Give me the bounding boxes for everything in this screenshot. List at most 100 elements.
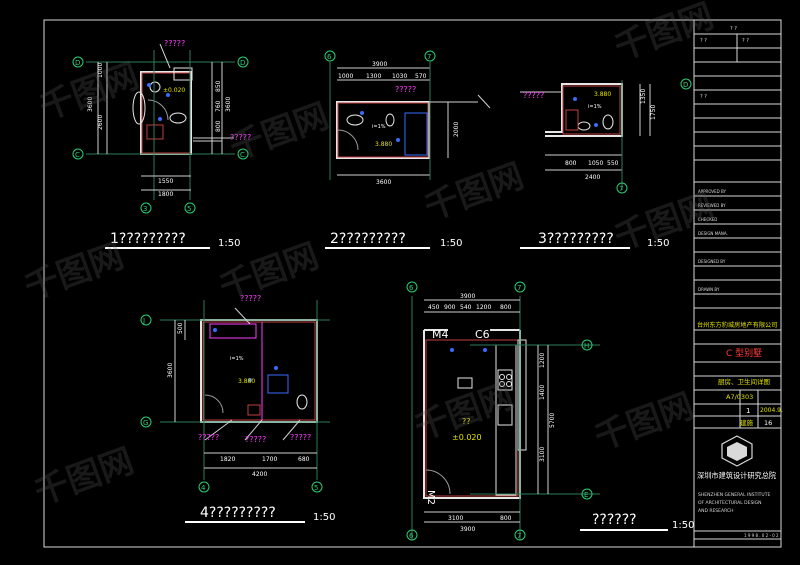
tb-institute-en-1: SHENZHEN GENERAL INSTITUTE: [698, 492, 770, 498]
d1-dim-b2: 1800: [158, 191, 173, 198]
d1-dim-r2: 850: [215, 80, 222, 92]
d3-dim-b0: 800: [565, 160, 577, 167]
d5-room: ??: [462, 417, 471, 426]
d2-callout: ?????: [395, 85, 416, 94]
d4-dim-l1: 3600: [167, 363, 174, 378]
drawing-5-kitchen-plan: [411, 296, 600, 540]
d5-axis-bubbles: [406, 281, 593, 541]
d4-axis-5: 5: [314, 484, 318, 492]
tb-label-3: ? ?: [742, 38, 749, 44]
tb-institute-en-3: AND RESEARCH: [698, 508, 734, 514]
d4-dim-l0: 500: [177, 322, 184, 334]
tb-sheet-no: 1: [746, 407, 750, 415]
tb-row-drawn: DRAWN BY: [698, 287, 720, 292]
tb-label-4: ? ?: [700, 94, 707, 100]
d2-dim-bottom: 3600: [376, 179, 391, 186]
d1-callout-2: ?????: [230, 133, 251, 142]
d3-level: 3.880: [594, 91, 611, 98]
d2-dim-t0: 3900: [372, 61, 387, 68]
d5-dim-t3: 540: [460, 304, 472, 311]
tb-discipline: 建施: [740, 418, 754, 427]
d5-dim-b1: 800: [500, 515, 512, 522]
d3-scale: 1:50: [647, 238, 669, 249]
d3-dim-r0: 1350: [640, 89, 647, 104]
tb-row-checked: CHECKED: [698, 217, 717, 222]
drawing-4-bathroom-plan: [160, 300, 330, 480]
d4-axis-g: G: [143, 419, 148, 427]
d4-label-b1: ?????: [245, 435, 266, 444]
d4-axis-j: J: [142, 317, 145, 325]
watermark-1: 千图网: [34, 56, 144, 128]
drawing-2-bathroom-plan: [329, 62, 491, 180]
d4-scale: 1:50: [313, 512, 335, 523]
d1-dim-r3: 760: [215, 100, 222, 112]
tb-label-2: ? ?: [700, 38, 707, 44]
title-block: [693, 19, 782, 548]
d1-scale: 1:50: [218, 238, 240, 249]
d2-dim-t2: 1300: [366, 73, 381, 80]
d5-dim-t2: 900: [444, 304, 456, 311]
d1-axis-d-left: D: [75, 59, 80, 67]
d4-caption: 4?????????: [200, 505, 276, 521]
d4-axis-bubbles: [140, 314, 323, 493]
d1-dim-b1: 1550: [158, 178, 173, 185]
d1-axis-d-right: D: [240, 59, 245, 67]
tb-footer: 1 9 9 8 . 0 2 - 0 2: [744, 533, 779, 538]
d5-tag-c6: C6: [475, 328, 490, 341]
tb-client: 台州东方豹城房地产有限公司: [697, 321, 777, 329]
d5-axis-e: E: [584, 491, 588, 499]
d2-dim-t1: 1000: [338, 73, 353, 80]
watermark-5: 千图网: [19, 236, 129, 308]
d5-tag-m2: M2: [425, 490, 436, 505]
d1-level: ±0.020: [163, 87, 185, 94]
d5-dim-b2: 3900: [460, 526, 475, 533]
tb-drawing-no: A7/0303: [726, 393, 753, 401]
d5-dim-t5: 800: [500, 304, 512, 311]
d5-dim-t0: 3900: [460, 293, 475, 300]
d5-scale: 1:50: [672, 520, 694, 531]
d2-axis-6: 6: [327, 53, 332, 61]
d3-note: i=1%: [588, 104, 602, 110]
d4-dim-b0: 1820: [220, 456, 235, 463]
d5-tag-m4: M4: [432, 328, 449, 341]
watermark-3: 千图网: [419, 156, 529, 228]
d2-level: 3.880: [375, 141, 392, 148]
d5-dim-b0: 3100: [448, 515, 463, 522]
d1-axis-c-left: C: [75, 151, 80, 159]
d5-dim-r1: 1400: [539, 385, 546, 400]
watermark-8: 千图网: [589, 386, 699, 458]
d5-dim-r3: 5700: [549, 413, 556, 428]
institute-logo: [721, 435, 753, 467]
d5-axis-6-top: 6: [409, 284, 414, 292]
d3-caption: 3?????????: [538, 231, 614, 247]
d4-axis-4: 4: [201, 484, 206, 492]
d2-axis-bubbles: [324, 50, 436, 62]
tb-institute-cn: 深圳市建筑设计研究总院: [697, 471, 776, 480]
d4-dim-b2: 680: [298, 456, 310, 463]
d1-dim-r6: 3600: [225, 97, 232, 112]
d1-axis-5: 5: [187, 205, 191, 213]
d4-note: i=1%: [230, 356, 244, 362]
d1-dim-r5: 2600: [97, 115, 104, 130]
tb-row-designed: DESIGNED BY: [698, 259, 726, 264]
d5-axis-6-bottom: 6: [409, 532, 414, 540]
tb-project: C 型别墅: [726, 348, 762, 359]
d3-dim-b3: 2400: [585, 174, 600, 181]
d3-axis-d: D: [683, 81, 688, 89]
d3-callout: ?????: [523, 91, 544, 100]
tb-row-reviewed: REVIEWED BY: [698, 203, 726, 208]
d1-callout: ?????: [164, 39, 185, 48]
d2-dim-t4: 570: [415, 73, 427, 80]
d3-dim-b1: 1050: [588, 160, 603, 167]
d3-dim-b2: 550: [607, 160, 619, 167]
d4-dim-b3: 4200: [252, 471, 267, 478]
d2-note: i=1%: [372, 124, 386, 130]
tb-institute-en-2: OF ARCHITECTURAL DESIGN: [698, 500, 761, 506]
watermark-10: 千图网: [609, 0, 719, 68]
watermark-9: 千图网: [29, 441, 139, 513]
drawing-1-bathroom-plan: [86, 43, 235, 200]
d5-level: ±0.020: [452, 433, 482, 442]
tb-row-design-mana: DESIGN MANA.: [698, 231, 728, 236]
tb-drawing-title: 厨房、卫生间详图: [718, 377, 770, 386]
